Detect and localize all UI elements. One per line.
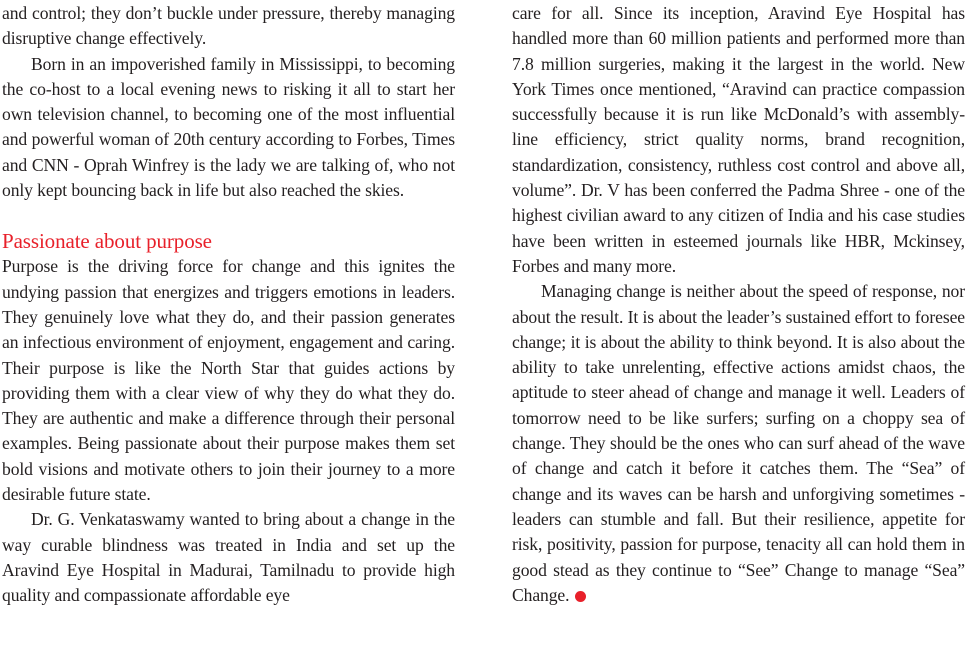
paragraph-dr-venkataswamy: Dr. G. Venkataswamy wanted to bring abou… (2, 509, 455, 606)
paragraph-control-under-pressure: and control; they don’t buckle under pre… (2, 3, 455, 49)
paragraph-oprah-winfrey: Born in an impoverished family in Missis… (2, 53, 455, 201)
paragraph-purpose-driving-force: Purpose is the driving force for change … (2, 256, 455, 505)
section-heading-passionate-about-purpose: Passionate about purpose (2, 229, 212, 254)
left-column: and control; they don’t buckle under pre… (2, 1, 455, 609)
paragraph-aravind-eye-hospital: care for all. Since its inception, Aravi… (512, 3, 965, 276)
right-column: care for all. Since its inception, Aravi… (512, 1, 965, 608)
end-of-article-dot-icon (575, 590, 587, 602)
paragraph-managing-change: Managing change is neither about the spe… (512, 279, 965, 608)
paragraph-managing-change-text: Managing change is neither about the spe… (512, 281, 965, 605)
